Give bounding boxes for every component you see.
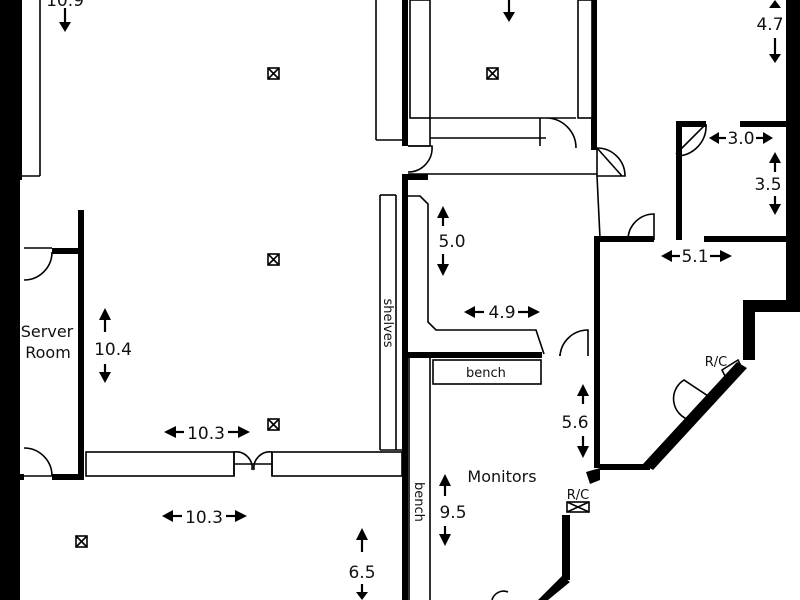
doors <box>23 117 710 600</box>
dimension-label: 3.5 <box>754 175 781 195</box>
light-fixture-icon <box>486 67 499 80</box>
light-fixture-icon <box>75 535 88 548</box>
dimension-label: 4.7 <box>756 15 783 35</box>
light-fixture-icon <box>267 253 280 266</box>
dimension-label: 10.9 <box>46 0 84 11</box>
room-label-monitors: Monitors <box>467 467 536 486</box>
rc-label: R/C <box>567 488 590 503</box>
dimension-label: 5.0 <box>438 232 465 252</box>
bench-label: bench <box>466 366 506 381</box>
room-labels: Server Room Monitors <box>21 322 537 486</box>
dimension-label: 10.3 <box>185 508 223 528</box>
room-label-server: Server <box>21 322 74 341</box>
dimension-label: 10.4 <box>94 340 132 360</box>
dimension-label: 9.5 <box>439 503 466 523</box>
dimension-label: 5.1 <box>681 247 708 267</box>
dimension-label: 3.0 <box>727 129 754 149</box>
dimension-label: 6.5 <box>348 563 375 583</box>
shelves-label: shelves <box>380 298 395 347</box>
partitions <box>20 0 601 600</box>
light-fixture-icon <box>267 67 280 80</box>
light-fixture-icon <box>267 418 280 431</box>
dimension-label: 5.6 <box>561 413 588 433</box>
dimension-labels: 10.9 4.7 3.0 3.5 5.0 5.1 4.9 10.4 10.3 1… <box>46 0 783 583</box>
room-label-server: Room <box>25 343 71 362</box>
rc-label: R/C <box>705 355 728 370</box>
rc-units <box>566 358 744 513</box>
dimension-arrows <box>59 0 781 600</box>
light-fixtures <box>75 67 499 548</box>
fixture-labels: shelves bench bench R/C R/C <box>380 298 727 521</box>
dimension-label: 10.3 <box>187 424 225 444</box>
dimension-label: 4.9 <box>488 303 515 323</box>
bench-label: bench <box>411 482 426 522</box>
